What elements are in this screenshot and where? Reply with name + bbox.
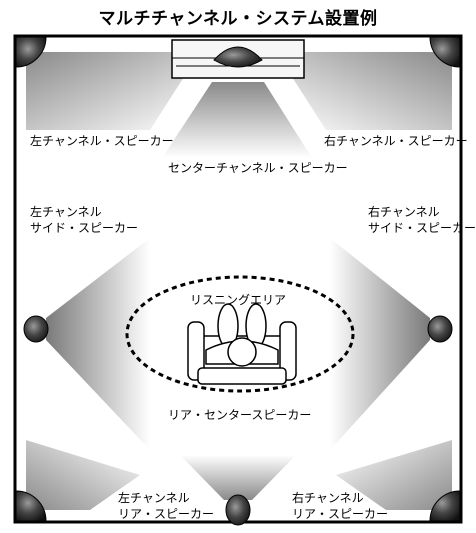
label-side-left-speaker: 左チャンネル サイド・スピーカー	[30, 204, 138, 236]
beam-rear-left	[26, 440, 140, 510]
speaker-side-left-icon	[23, 315, 49, 343]
diagram-title: マルチチャンネル・システム設置例	[98, 9, 378, 29]
beam-front-left	[26, 52, 200, 130]
sound-beams	[26, 52, 452, 510]
beam-center	[162, 82, 312, 158]
label-listening-area: リスニングエリア	[190, 293, 287, 307]
listening-area-boundary	[125, 275, 355, 393]
label-rear-left-line2: リア・スピーカー	[118, 507, 215, 521]
label-rear-left-line1: 左チャンネル	[118, 491, 190, 505]
beam-rear-center	[180, 455, 296, 500]
label-rear-right-speaker: 右チャンネル リア・スピーカー	[292, 490, 388, 522]
beam-rear-right	[336, 440, 452, 510]
label-front-right-speaker: 右チャンネル・スピーカー	[324, 134, 468, 148]
label-side-right-speaker: 右チャンネル サイド・スピーカー	[368, 204, 476, 236]
speaker-side-right-icon	[427, 315, 453, 343]
label-rear-right-line1: 右チャンネル	[292, 491, 364, 505]
speaker-front-right-icon	[429, 36, 461, 68]
listener-sofa-icon	[187, 303, 297, 385]
label-side-right-line1: 右チャンネル	[368, 205, 440, 219]
speaker-center-icon	[213, 46, 263, 68]
label-rear-center-speaker: リア・センタースピーカー	[168, 408, 312, 422]
label-side-left-line2: サイド・スピーカー	[30, 221, 139, 235]
speaker-rear-left-icon	[15, 490, 47, 522]
speaker-front-left-icon	[15, 36, 47, 68]
label-center-speaker: センターチャンネル・スピーカー	[168, 161, 348, 175]
beam-side-left	[46, 238, 150, 450]
beam-side-right	[330, 238, 430, 450]
label-side-left-line1: 左チャンネル	[30, 205, 102, 219]
beam-front-right	[276, 52, 452, 130]
speaker-rear-center-icon	[225, 494, 251, 526]
label-front-left-speaker: 左チャンネル・スピーカー	[30, 134, 174, 148]
label-rear-left-speaker: 左チャンネル リア・スピーカー	[118, 490, 214, 522]
label-side-right-line2: サイド・スピーカー	[368, 221, 476, 235]
speaker-rear-right-icon	[429, 490, 461, 522]
label-rear-right-line2: リア・スピーカー	[292, 507, 389, 521]
